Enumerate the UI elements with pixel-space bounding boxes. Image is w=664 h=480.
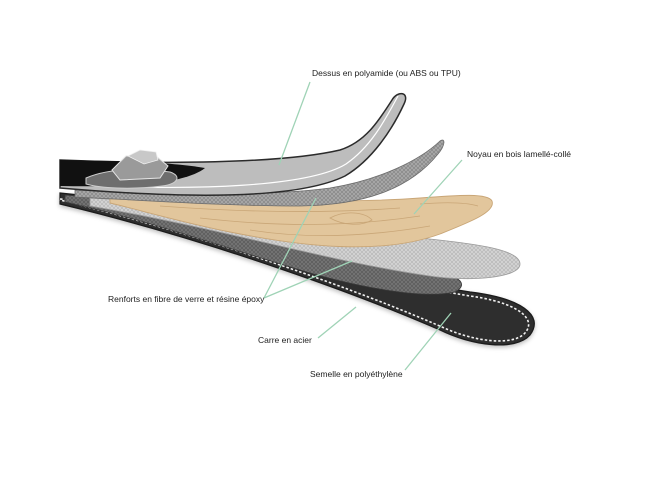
leader-reinforcement-1 (263, 197, 317, 299)
leader-reinforcement-2 (263, 260, 353, 299)
leader-lines (263, 81, 463, 371)
leader-core (413, 159, 463, 215)
binding (85, 149, 178, 189)
leader-base (404, 312, 452, 371)
wood-grain (159, 202, 479, 236)
top-sheet-rim (61, 95, 399, 188)
leader-steel-edge (317, 306, 357, 339)
label-base: Semelle en polyéthylène (310, 369, 403, 379)
label-reinforcement: Renforts en fibre de verre et résine épo… (108, 294, 265, 304)
label-top-layer: Dessus en polyamide (ou ABS ou TPU) (312, 68, 461, 78)
leader-top-layer (278, 81, 311, 166)
label-steel-edge: Carre en acier (258, 335, 312, 345)
steel-edge (59, 198, 530, 342)
label-core: Noyau en bois lamellé-collé (467, 149, 571, 159)
